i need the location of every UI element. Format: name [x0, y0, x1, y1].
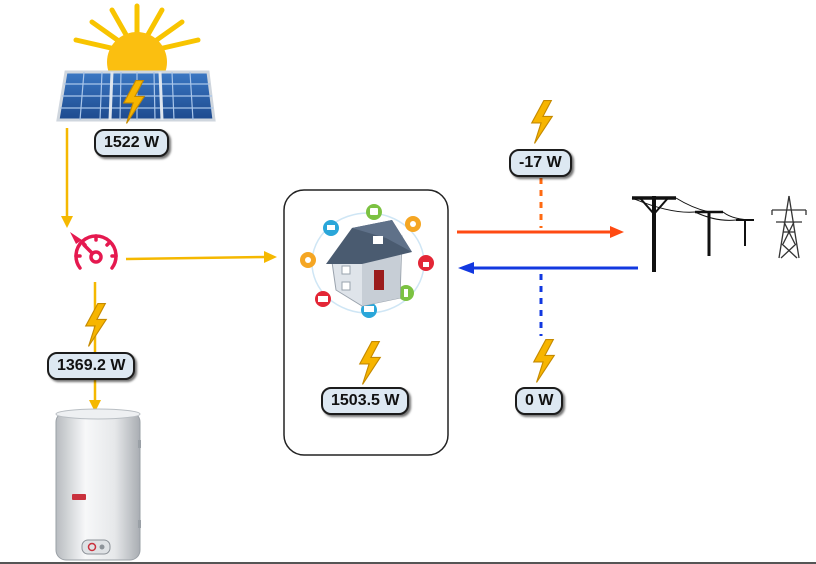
power-pole-icon	[631, 196, 755, 272]
water-heater-power-value: 1369.2 W	[47, 352, 136, 380]
grid-export-value: -17 W	[509, 149, 572, 177]
smart-appliance-icons	[300, 204, 434, 318]
smart-house-icon	[300, 204, 434, 318]
bottom-divider	[0, 562, 816, 564]
grid-export-flow	[457, 178, 624, 238]
solar-flow-lines	[61, 128, 277, 412]
water-heater-icon	[55, 408, 141, 561]
bolt-icon	[531, 99, 553, 145]
house-consumption-value: 1503.5 W	[321, 387, 410, 415]
grid-import-flow	[458, 262, 638, 336]
gauge-icon	[74, 234, 118, 270]
grid-import-value: 0 W	[515, 387, 564, 415]
bolt-icon	[533, 338, 555, 384]
solar-power-value: 1522 W	[94, 129, 170, 157]
transmission-tower-icon	[771, 195, 807, 259]
gauge-pointer-arrow	[70, 232, 82, 244]
